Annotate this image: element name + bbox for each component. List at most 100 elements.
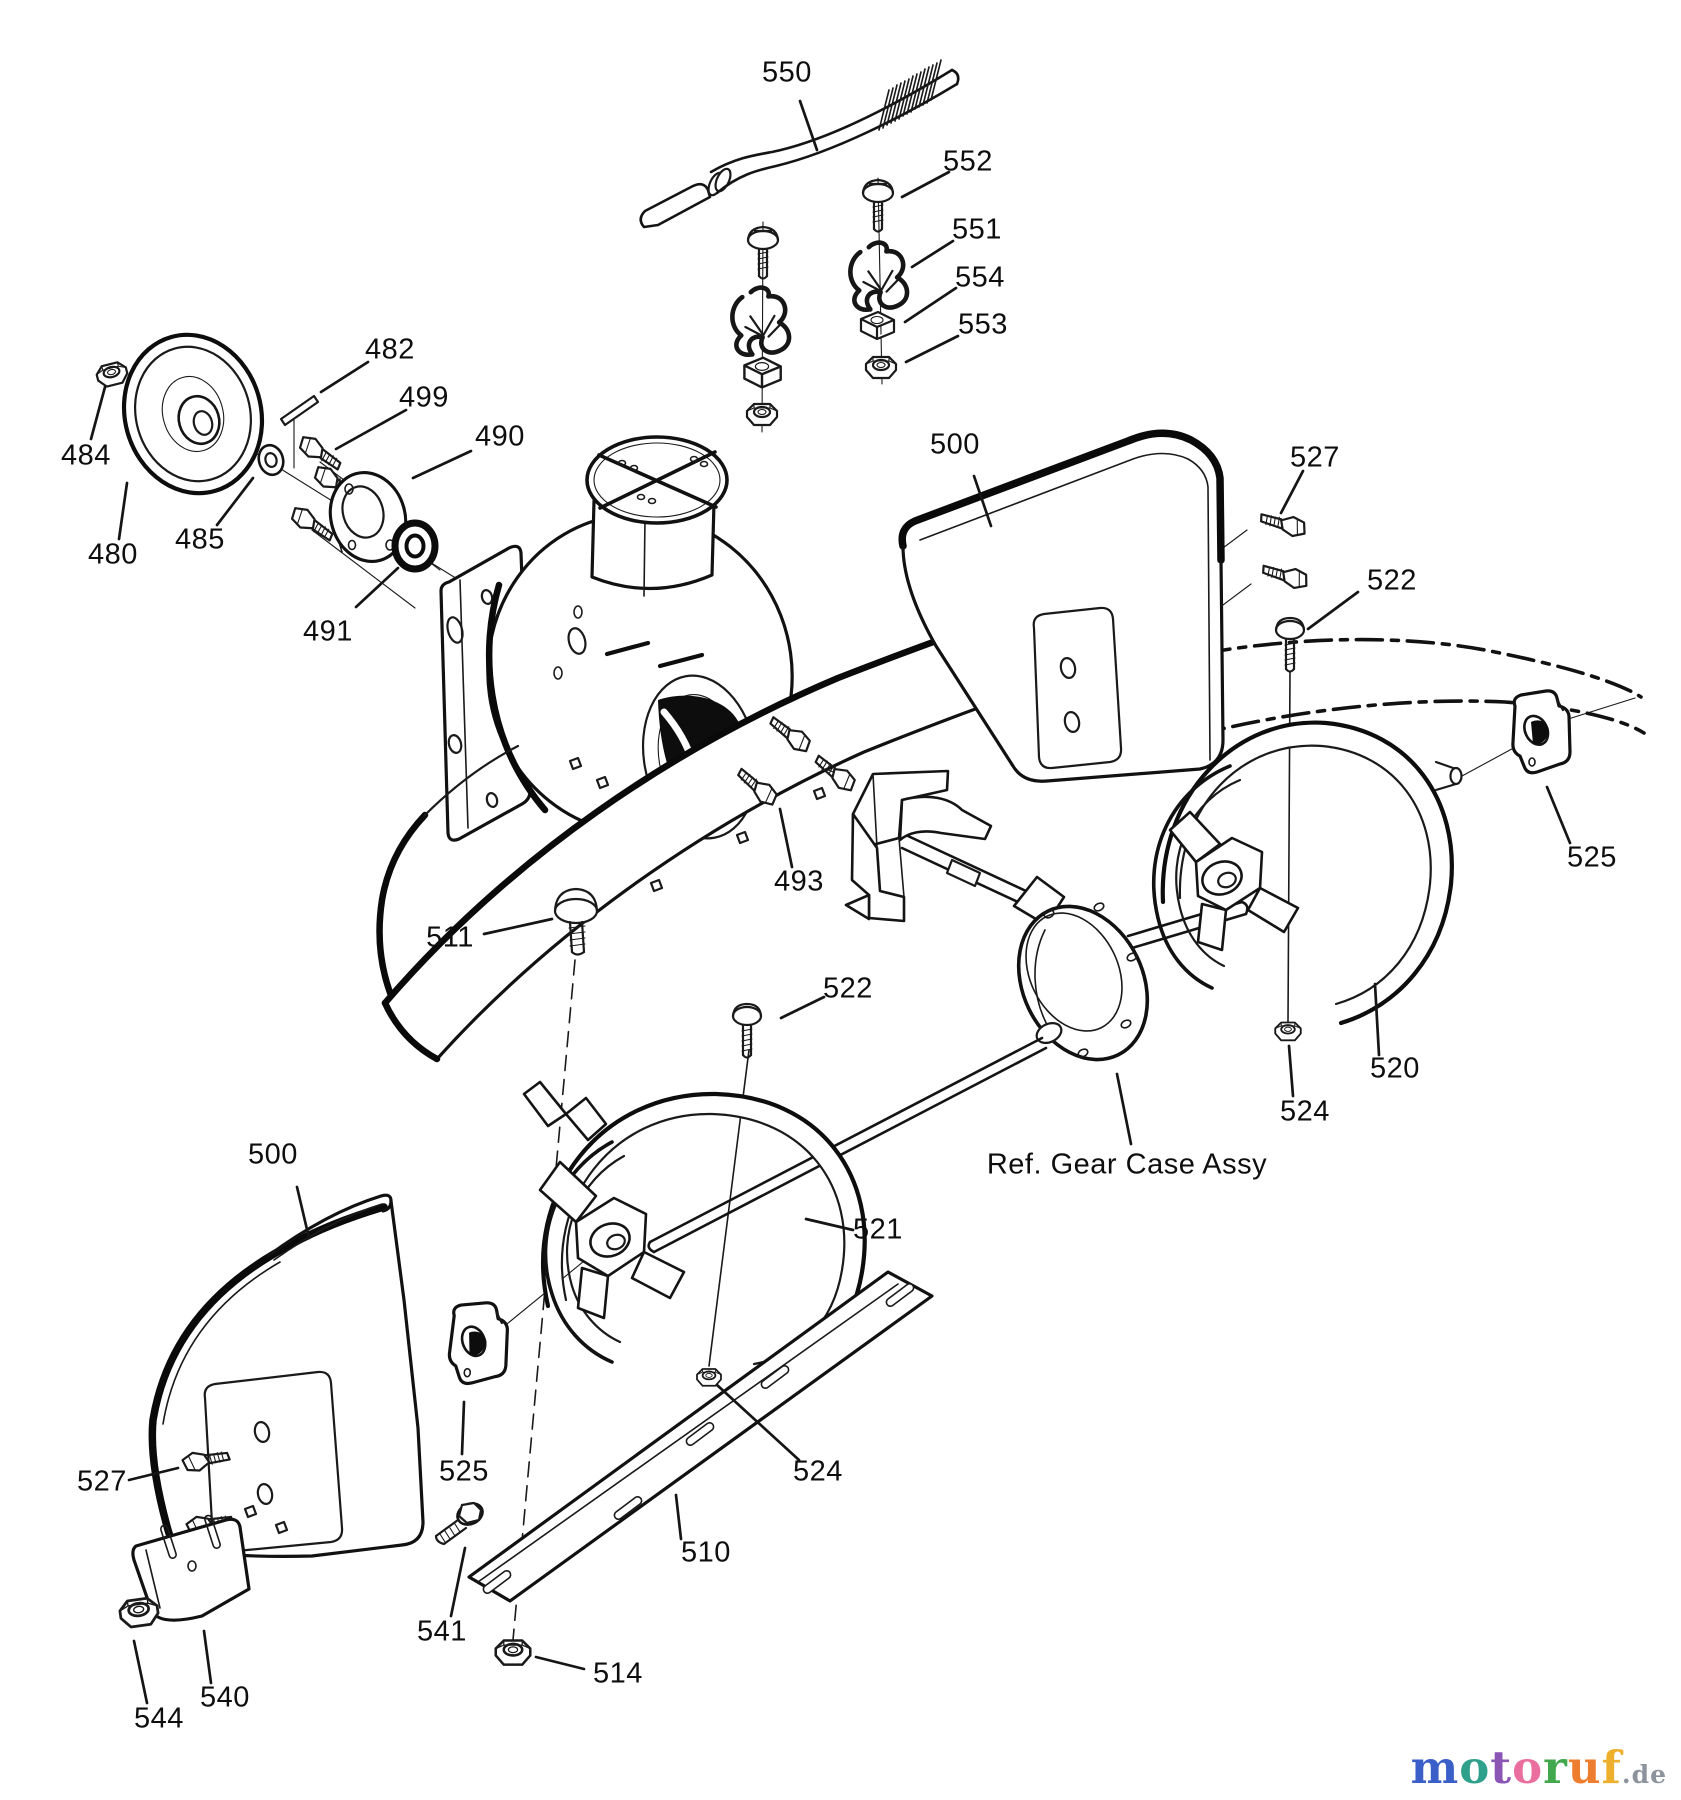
leader-554 — [903, 286, 958, 324]
watermark-letter: r — [1543, 1741, 1568, 1794]
leader-510 — [674, 1493, 683, 1541]
impeller-assembly — [844, 769, 1058, 923]
leader-484 — [89, 385, 107, 441]
part-label-552: 552 — [943, 145, 993, 178]
leader-525-right — [1545, 785, 1572, 845]
watermark-letter: f — [1601, 1741, 1622, 1794]
part-label-493: 493 — [774, 865, 824, 898]
part-label-525-bottom: 525 — [439, 1455, 489, 1488]
watermark-letter: t — [1490, 1741, 1513, 1794]
leader-ref-gear-case — [1115, 1072, 1133, 1146]
rod-knurl-hatching — [878, 59, 942, 131]
leader-493 — [778, 807, 794, 869]
leader-552 — [900, 170, 951, 199]
leader-485 — [215, 476, 255, 527]
part-label-551: 551 — [952, 213, 1002, 246]
part-label-553: 553 — [958, 308, 1008, 341]
side-panel-500-right — [898, 429, 1225, 783]
part-label-484: 484 — [61, 439, 111, 472]
part-label-490: 490 — [475, 420, 525, 453]
leader-553 — [904, 334, 960, 364]
hex-nut-524-right — [1274, 1021, 1302, 1042]
leader-500-top — [972, 474, 993, 528]
part-label-525-right: 525 — [1567, 841, 1617, 874]
hex-nut-553-right — [864, 355, 898, 380]
part-label-541: 541 — [417, 1615, 467, 1648]
part-label-480: 480 — [88, 538, 138, 571]
flange-490 — [328, 470, 408, 564]
watermark-suffix: .de — [1621, 1760, 1667, 1789]
pulley-group — [93, 332, 439, 573]
leader-540 — [202, 1629, 213, 1685]
part-label-522-center: 522 — [823, 972, 873, 1005]
bearing-flange-525-bottom — [445, 1298, 512, 1388]
hex-nut-514 — [494, 1639, 532, 1666]
part-label-491: 491 — [303, 615, 353, 648]
leader-499 — [334, 408, 408, 451]
watermark-letter: o — [1459, 1741, 1491, 1794]
chute-base — [585, 435, 729, 597]
part-label-540: 540 — [200, 1681, 250, 1714]
hex-nut-524-bottom — [696, 1368, 722, 1387]
part-label-544: 544 — [134, 1702, 184, 1735]
watermark-letter: o — [1512, 1741, 1544, 1794]
part-label-521: 521 — [853, 1213, 903, 1246]
clip-551-left — [729, 285, 790, 356]
pulley-480 — [121, 332, 265, 496]
leader-527-top — [1279, 469, 1305, 515]
watermark-letter: m — [1410, 1741, 1460, 1794]
leader-514 — [534, 1655, 586, 1671]
hex-nut-553-left — [745, 402, 779, 427]
part-label-524-bottom: 524 — [793, 1455, 843, 1488]
bolts-527-top — [1259, 513, 1309, 590]
gear-case — [647, 875, 1249, 1254]
bearing-flange-525-right — [1511, 689, 1572, 775]
part-label-500-top: 500 — [930, 428, 980, 461]
leader-482 — [319, 360, 370, 394]
leader-522-right — [1306, 590, 1360, 631]
screw-552-right — [861, 178, 895, 233]
hex-nut-484 — [93, 359, 131, 390]
leader-521 — [804, 1217, 855, 1232]
part-label-524-right: 524 — [1280, 1095, 1330, 1128]
bolt-511 — [512, 887, 599, 1641]
washer-485 — [257, 443, 285, 477]
bracket-540 — [131, 1514, 251, 1622]
side-panel-500-left — [144, 1193, 425, 1558]
leader-522-center — [779, 995, 826, 1020]
part-label-500-bottom: 500 — [248, 1138, 298, 1171]
watermark-motoruf: motoruf.de — [1411, 1741, 1667, 1794]
leader-527-bottom — [127, 1466, 180, 1482]
part-label-520: 520 — [1370, 1052, 1420, 1085]
bearing-491 — [391, 519, 439, 573]
leader-541 — [449, 1546, 467, 1618]
leader-551 — [910, 239, 955, 269]
scraper-bar-510 — [467, 1270, 934, 1603]
leader-500-bottom — [295, 1185, 311, 1240]
part-label-514: 514 — [593, 1657, 643, 1690]
leader-lines — [89, 99, 1572, 1705]
leader-550 — [798, 99, 819, 152]
leader-490 — [411, 449, 473, 480]
part-label-511: 511 — [426, 921, 474, 954]
leader-520 — [1373, 982, 1381, 1057]
output-shaft-left — [647, 1036, 1048, 1254]
clip-551-right — [847, 240, 908, 311]
part-label-550: 550 — [762, 56, 812, 89]
part-label-485: 485 — [175, 523, 225, 556]
rod-550 — [639, 59, 960, 229]
leader-524-right — [1287, 1044, 1295, 1098]
part-label-554: 554 — [955, 261, 1005, 294]
leader-491 — [354, 566, 400, 609]
part-label-527-bottom: 527 — [77, 1465, 127, 1498]
part-label-ref-gear-case: Ref. Gear Case Assy — [986, 1148, 1268, 1181]
square-nut-554-left — [743, 356, 782, 389]
auger-520 — [1151, 720, 1463, 1026]
carriage-bolt-522-center — [731, 1002, 763, 1059]
leader-524-bottom — [715, 1383, 801, 1462]
key-482 — [279, 394, 320, 427]
leader-525-bottom — [460, 1400, 466, 1456]
watermark-letter: u — [1567, 1741, 1602, 1794]
